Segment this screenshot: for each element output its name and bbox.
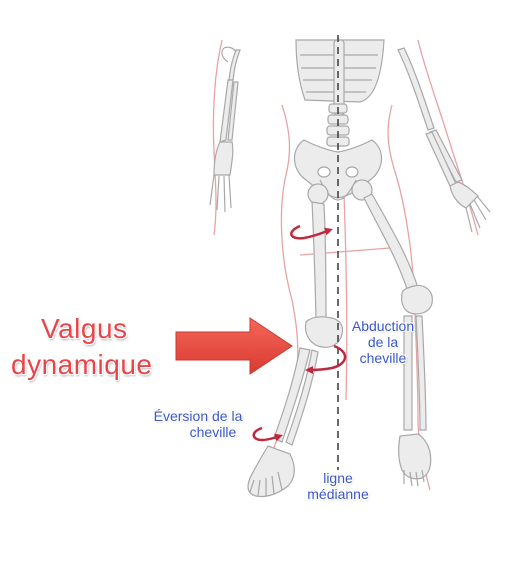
abduction-label-line1: Abduction [351, 318, 415, 334]
eversion-label-line1: Éversion de la [153, 408, 243, 424]
ribcage [295, 39, 385, 116]
diagram-title-line1: Valgus [41, 313, 128, 344]
right-leg [351, 179, 433, 487]
ankle-eversion-curved-arrow-icon [252, 426, 283, 442]
red-arrow-icon [175, 317, 293, 375]
eversion-label: Éversion de la cheville [138, 408, 258, 440]
abduction-label-line2: de la [367, 334, 399, 350]
hip-rotation-curved-arrow-icon [290, 224, 333, 240]
right-arm [397, 47, 491, 233]
abduction-label: Abduction de la cheville [338, 318, 428, 366]
midline-label-line2: médianne [307, 486, 369, 502]
eversion-label-line2: cheville [189, 424, 237, 440]
left-arm [209, 46, 241, 213]
abduction-label-line3: cheville [359, 350, 407, 366]
ankle-abduction-curved-arrow-icon [305, 344, 347, 374]
diagram-title-line2: dynamique [11, 349, 153, 380]
midline-label: ligne médianne [296, 470, 380, 502]
midline-label-line1: ligne [323, 470, 353, 486]
